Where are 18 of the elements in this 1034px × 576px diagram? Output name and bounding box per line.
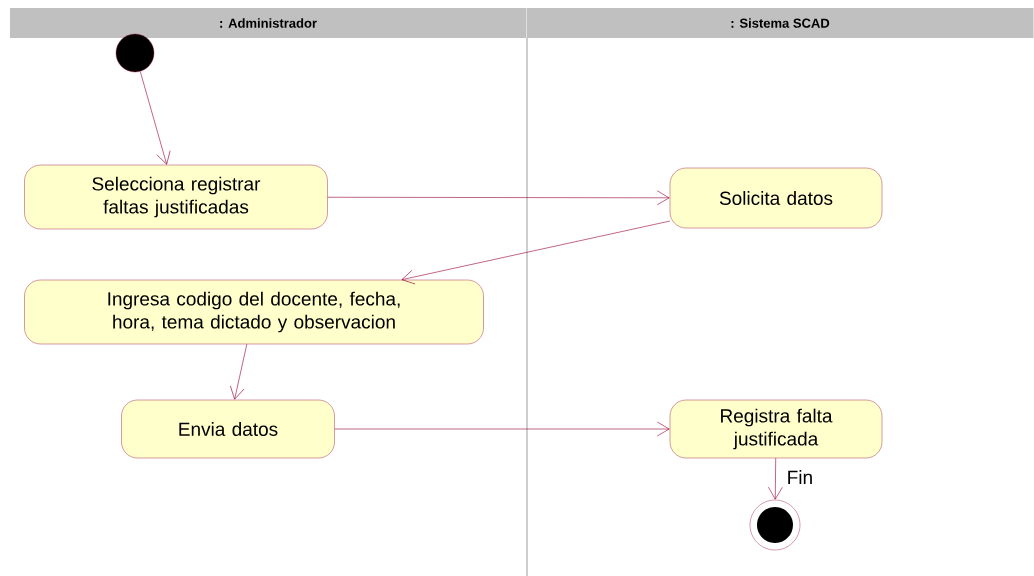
swimlane-header: : Administrador [10, 8, 526, 38]
arrow [334, 421, 670, 437]
swimlane-header: : Sistema SCAD [526, 8, 1034, 38]
activity-box: Solicita datos [669, 167, 883, 229]
activity-box: Selecciona registrar faltas justificadas [24, 164, 328, 230]
edge-label: Fin [785, 469, 815, 485]
initial-node [115, 33, 155, 73]
arrow [327, 190, 670, 206]
arrow [230, 343, 248, 400]
final-node [749, 499, 801, 551]
node-label: : Sistema SCAD [731, 18, 830, 28]
activity-box: Registra falta justificada [669, 399, 883, 459]
activity-box: Envia datos [121, 399, 335, 459]
activity-box: Ingresa codigo del docente, fecha, hora, tema dictado y observacion [24, 279, 484, 345]
node-label: : Administrador [220, 18, 317, 28]
arrow [139, 71, 171, 165]
arrow [401, 220, 671, 285]
arrow [768, 457, 783, 500]
